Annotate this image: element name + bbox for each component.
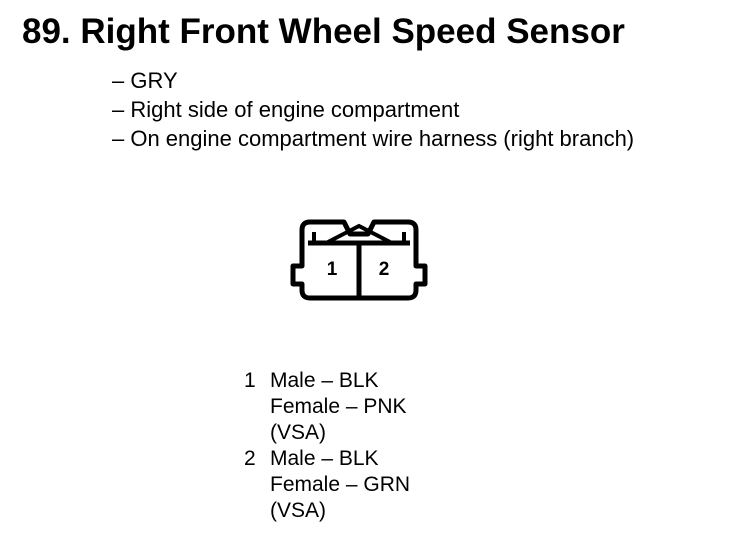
pin-female-wire: Female – GRN (270, 473, 411, 496)
connector-info: – GRY – Right side of engine compartment… (112, 66, 634, 153)
connector-outline (290, 219, 428, 301)
terminal-1-label: 1 (327, 259, 338, 280)
connector-harness: – On engine compartment wire harness (ri… (112, 126, 635, 151)
pin-list: 1 Male – BLK Female – PNK (VSA) 2 Male –… (244, 368, 410, 524)
pin-number: 1 (244, 369, 256, 392)
pin-system: (VSA) (270, 499, 327, 522)
connector-diagram: 1 2 (290, 219, 428, 301)
pin-number: 2 (244, 447, 256, 470)
connector-color: – GRY (112, 68, 178, 93)
connector-latch (327, 223, 391, 244)
pin-system: (VSA) (270, 421, 327, 444)
pin-male-wire: Male – BLK (270, 369, 379, 392)
terminal-2-label: 2 (379, 259, 390, 280)
pin-male-wire: Male – BLK (270, 447, 379, 470)
pin-entry: 1 Male – BLK Female – PNK (VSA) (244, 368, 410, 446)
connector-location: – Right side of engine compartment (112, 97, 460, 122)
pin-female-wire: Female – PNK (270, 395, 407, 418)
pin-entry: 2 Male – BLK Female – GRN (VSA) (244, 446, 410, 524)
page-title: 89. Right Front Wheel Speed Sensor (22, 12, 625, 51)
